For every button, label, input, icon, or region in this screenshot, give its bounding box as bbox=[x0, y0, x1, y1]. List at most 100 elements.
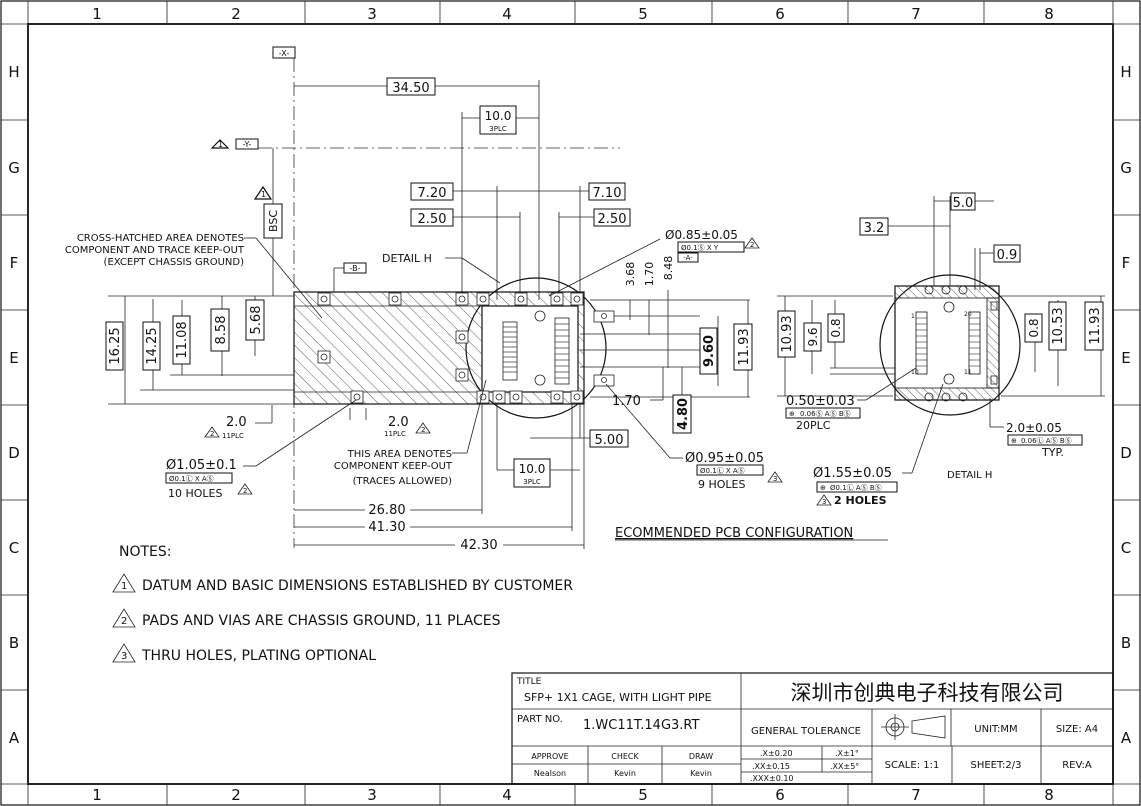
drawing-text: (EXCEPT CHASSIS GROUND) bbox=[104, 257, 245, 268]
drawing-text: REV:A bbox=[1062, 760, 1092, 771]
drawing-text: COMPONENT AND TRACE KEEP-OUT bbox=[65, 245, 245, 256]
hole-155-count: 2 HOLES bbox=[834, 494, 887, 507]
col-label: 2 bbox=[231, 5, 241, 23]
drawing-text: 11PLC bbox=[384, 430, 406, 438]
col-label: 1 bbox=[92, 5, 102, 23]
dim-1-70-h: 1.70 bbox=[612, 394, 641, 409]
drawing-text: 3 bbox=[773, 475, 777, 483]
drawing-text: CROSS-HATCHED AREA DENOTES bbox=[77, 233, 244, 244]
drawing-text: 2 bbox=[121, 616, 127, 627]
drawing-text: 10 bbox=[911, 369, 919, 376]
drawing-text: ⊕ bbox=[789, 410, 795, 418]
drawing-text: 1 bbox=[218, 140, 223, 149]
dim-0-9: 0.9 bbox=[997, 248, 1018, 263]
checker: Kevin bbox=[614, 769, 636, 778]
row-label: G bbox=[1120, 159, 1132, 177]
drawing-text: 2 bbox=[243, 487, 247, 495]
drawing-text: 2 bbox=[421, 426, 425, 434]
dim-11-93-right: 11.93 bbox=[1088, 307, 1103, 344]
dim-0-50: 0.50±0.03 bbox=[786, 394, 855, 409]
dim-7-20: 7.20 bbox=[418, 186, 447, 201]
drawing-text: 3PLC bbox=[523, 478, 541, 486]
drawing-text: .X±1° bbox=[835, 749, 859, 758]
projection-symbol-icon bbox=[881, 714, 946, 740]
row-label: B bbox=[9, 634, 19, 652]
hole-095-count: 9 HOLES bbox=[698, 478, 746, 491]
dim-2-50-right: 2.50 bbox=[598, 212, 627, 227]
row-label: A bbox=[9, 729, 20, 747]
col-label: 5 bbox=[638, 786, 648, 804]
drawing-title: SFP+ 1X1 CAGE, WITH LIGHT PIPE bbox=[524, 691, 712, 704]
drawing-text: 3PLC bbox=[489, 125, 507, 133]
dim-5-00: 5.00 bbox=[595, 433, 624, 448]
dim-10-93: 10.93 bbox=[780, 315, 795, 352]
drawing-text: Ø0.1Ⓛ X AⓈ bbox=[700, 467, 745, 475]
drawing-text: Ø0.1Ⓛ AⓈ BⓈ bbox=[830, 484, 882, 492]
drawing-text: UNIT:MM bbox=[974, 724, 1017, 735]
drawing-text: THIS AREA DENOTES bbox=[347, 449, 452, 460]
dim-11-08: 11.08 bbox=[175, 321, 190, 358]
drawing-text: APPROVE bbox=[531, 752, 568, 761]
dim-2-0-a: 2.0 bbox=[226, 415, 247, 430]
note-1: DATUM AND BASIC DIMENSIONS ESTABLISHED B… bbox=[142, 578, 573, 594]
drawing-text: Ø0.1Ⓛ X AⓈ bbox=[169, 475, 214, 483]
col-label: 8 bbox=[1044, 786, 1054, 804]
dim-9-6: 9.6 bbox=[806, 327, 820, 346]
drawing-text: DRAW bbox=[689, 752, 713, 761]
drawing-text: -Y- bbox=[243, 140, 252, 149]
col-label: 3 bbox=[367, 5, 377, 23]
dim-0-50-count: 20PLC bbox=[796, 419, 831, 432]
hole-105-count: 10 HOLES bbox=[168, 487, 223, 500]
dim-8-48: 8.48 bbox=[662, 256, 675, 281]
dim-3-68: 3.68 bbox=[624, 262, 637, 287]
hole-155-label: Ø1.55±0.05 bbox=[813, 466, 892, 481]
note-3: THRU HOLES, PLATING OPTIONAL bbox=[141, 648, 376, 664]
pin-rows bbox=[502, 310, 570, 386]
drafter: Kevin bbox=[690, 769, 712, 778]
row-label: C bbox=[1121, 539, 1131, 557]
drawing-text: 0.06Ⓢ AⓈ BⓈ bbox=[800, 410, 851, 418]
drawing-text: TITLE bbox=[516, 677, 542, 687]
approver: Nealson bbox=[534, 769, 566, 778]
drawing-text: ⊕ bbox=[820, 484, 826, 492]
drawing-text: GENERAL TOLERANCE bbox=[751, 726, 861, 737]
row-label: H bbox=[1120, 63, 1131, 81]
left-view: -X- 1 -Y- 34.50 10.0 3PLC 7.20 7.10 2.50 bbox=[65, 46, 783, 553]
detail-h-label: DETAIL H bbox=[947, 470, 992, 481]
drawing-text: SHEET:2/3 bbox=[971, 760, 1022, 771]
notes: NOTES: 1 DATUM AND BASIC DIMENSIONS ESTA… bbox=[112, 544, 573, 664]
drawing-text: .X±0.20 bbox=[760, 749, 793, 758]
dim-1-70-v: 1.70 bbox=[643, 262, 656, 287]
row-label: D bbox=[8, 444, 20, 462]
drawing-text: -A- bbox=[683, 254, 693, 262]
notes-heading: NOTES: bbox=[119, 544, 172, 560]
detail-h-callout: DETAIL H bbox=[382, 252, 432, 265]
drawing-text: (TRACES ALLOWED) bbox=[353, 476, 452, 487]
drawing-text: 2 bbox=[210, 430, 214, 438]
dim-26-80: 26.80 bbox=[368, 503, 405, 518]
drawing-text: 0.06Ⓛ AⓈ BⓈ bbox=[1021, 437, 1072, 445]
hole-105-label: Ø1.05±0.1 bbox=[166, 458, 237, 473]
dim-4-80: 4.80 bbox=[676, 398, 691, 430]
col-label: 6 bbox=[775, 5, 785, 23]
col-label: 6 bbox=[775, 786, 785, 804]
dim-5-68: 5.68 bbox=[249, 306, 264, 335]
bsc-label: BSC bbox=[267, 210, 280, 232]
dim-5-0: 5.0 bbox=[953, 196, 974, 211]
right-view: 1 10 20 11 5.0 3.2 0.9 bbox=[615, 192, 1105, 541]
datum-y: 1 -Y- bbox=[210, 138, 259, 150]
dim-10-53: 10.53 bbox=[1051, 307, 1066, 344]
drawing-text: 3 bbox=[121, 651, 127, 662]
drawing-text: 20 bbox=[964, 311, 972, 318]
datum-x-label: -X- bbox=[279, 49, 290, 58]
row-label: H bbox=[8, 63, 19, 81]
row-label: A bbox=[1121, 729, 1132, 747]
dim-14-25: 14.25 bbox=[145, 327, 160, 364]
dim-2-50-left: 2.50 bbox=[418, 212, 447, 227]
drawing-text: COMPONENT KEEP-OUT bbox=[334, 461, 453, 472]
dim-16-25: 16.25 bbox=[108, 327, 123, 364]
row-label: C bbox=[9, 539, 19, 557]
drawing-text: -B- bbox=[350, 264, 361, 273]
drawing-text: CHECK bbox=[611, 752, 639, 761]
